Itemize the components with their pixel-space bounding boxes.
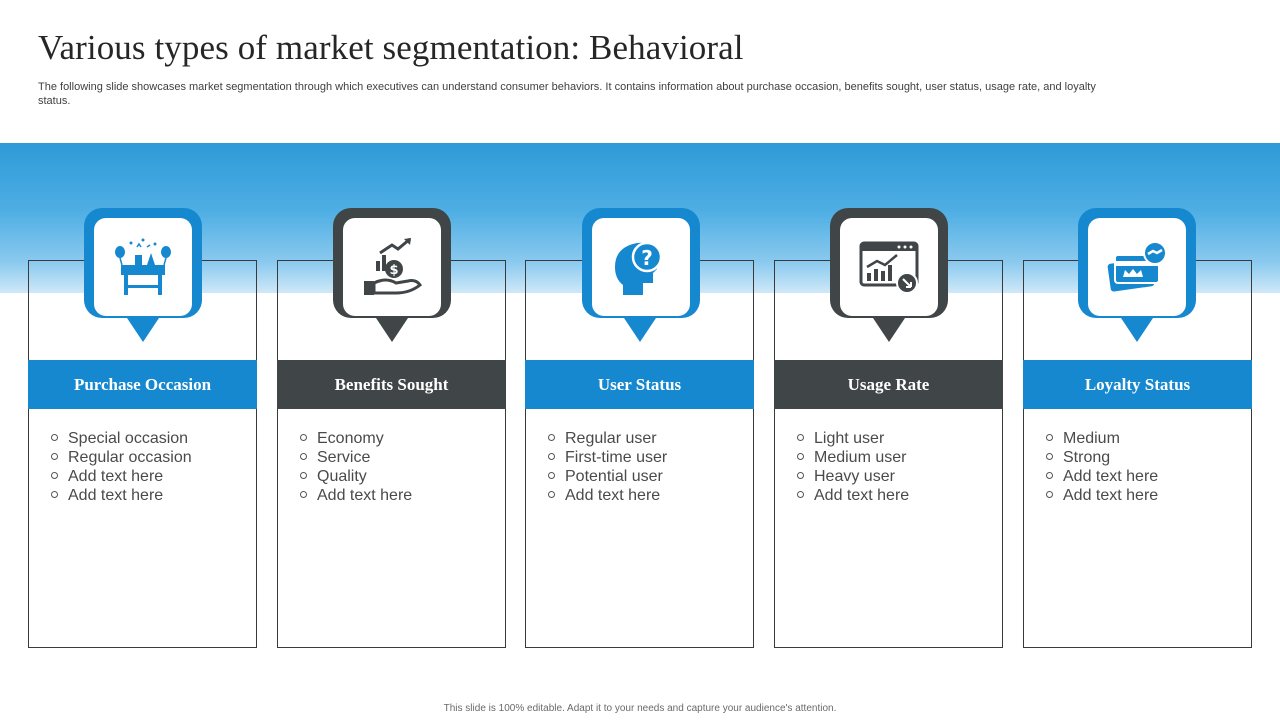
money-hand-growth-icon: $: [364, 237, 423, 295]
badge-pointer: [873, 318, 905, 342]
slide-title: Various types of market segmentation: Be…: [38, 28, 744, 67]
browser-analytics-icon: [859, 241, 919, 294]
bullet-icon: [797, 434, 804, 441]
bullet-icon: [1046, 434, 1053, 441]
card-list: Special occasion Regular occasion Add te…: [51, 429, 192, 505]
list-item: Light user: [797, 429, 909, 448]
segment-card-loyalty-status: Loyalty Status Medium Strong Add text he…: [1023, 260, 1252, 648]
bullet-icon: [300, 434, 307, 441]
bullet-icon: [797, 453, 804, 460]
bullet-icon: [1046, 491, 1053, 498]
card-header-usage-rate: Usage Rate: [774, 360, 1003, 409]
list-item: Heavy user: [797, 467, 909, 486]
list-item: Add text here: [548, 486, 667, 505]
head-question-icon: ?: [615, 241, 663, 295]
list-item: Add text here: [1046, 486, 1158, 505]
list-item: Economy: [300, 429, 412, 448]
badge-pointer: [1121, 318, 1153, 342]
list-item: Strong: [1046, 448, 1158, 467]
list-item: Service: [300, 448, 412, 467]
icon-badge-user-status: ?: [582, 208, 700, 318]
list-item: Medium: [1046, 429, 1158, 448]
icon-badge-usage-rate: [830, 208, 948, 318]
segment-card-benefits-sought: Benefits Sought Economy Service Quality …: [277, 260, 506, 648]
bullet-icon: [1046, 472, 1053, 479]
segment-card-user-status: User Status Regular user First-time user…: [525, 260, 754, 648]
icon-badge-loyalty-status: [1078, 208, 1196, 318]
bullet-icon: [300, 491, 307, 498]
list-item: Potential user: [548, 467, 667, 486]
segment-card-usage-rate: Usage Rate Light user Medium user Heavy …: [774, 260, 1003, 648]
card-header-loyalty-status: Loyalty Status: [1023, 360, 1252, 409]
svg-text:?: ?: [641, 246, 653, 270]
bullet-icon: [548, 472, 555, 479]
list-item: Quality: [300, 467, 412, 486]
list-item: Add text here: [51, 486, 192, 505]
icon-badge-purchase-occasion: [84, 208, 202, 318]
badge-pointer: [624, 318, 656, 342]
list-item: Medium user: [797, 448, 909, 467]
bullet-icon: [51, 491, 58, 498]
list-item: Add text here: [1046, 467, 1158, 486]
slide-footer: This slide is 100% editable. Adapt it to…: [443, 703, 837, 714]
bullet-icon: [51, 472, 58, 479]
bullet-icon: [548, 453, 555, 460]
bullet-icon: [797, 472, 804, 479]
list-item: First-time user: [548, 448, 667, 467]
card-list: Light user Medium user Heavy user Add te…: [797, 429, 909, 505]
bullet-icon: [300, 453, 307, 460]
bullet-icon: [300, 472, 307, 479]
bullet-icon: [797, 491, 804, 498]
list-item: Add text here: [797, 486, 909, 505]
badge-pointer: [376, 318, 408, 342]
icon-badge-benefits-sought: $: [333, 208, 451, 318]
list-item: Add text here: [300, 486, 412, 505]
card-list: Regular user First-time user Potential u…: [548, 429, 667, 505]
badge-pointer: [127, 318, 159, 342]
bullet-icon: [548, 491, 555, 498]
list-item: Add text here: [51, 467, 192, 486]
segment-card-purchase-occasion: Purchase Occasion Special occasion Regul…: [28, 260, 257, 648]
list-item: Regular user: [548, 429, 667, 448]
bullet-icon: [51, 453, 58, 460]
loyalty-card-icon: [1107, 241, 1167, 292]
bullet-icon: [51, 434, 58, 441]
bullet-icon: [548, 434, 555, 441]
celebration-table-icon: [115, 238, 171, 295]
card-list: Medium Strong Add text here Add text her…: [1046, 429, 1158, 505]
card-header-user-status: User Status: [525, 360, 754, 409]
card-header-benefits-sought: Benefits Sought: [277, 360, 506, 409]
bullet-icon: [1046, 453, 1053, 460]
card-list: Economy Service Quality Add text here: [300, 429, 412, 505]
slide-subtitle: The following slide showcases market seg…: [38, 81, 1096, 107]
list-item: Regular occasion: [51, 448, 192, 467]
list-item: Special occasion: [51, 429, 192, 448]
card-header-purchase-occasion: Purchase Occasion: [28, 360, 257, 409]
svg-text:$: $: [389, 263, 398, 278]
